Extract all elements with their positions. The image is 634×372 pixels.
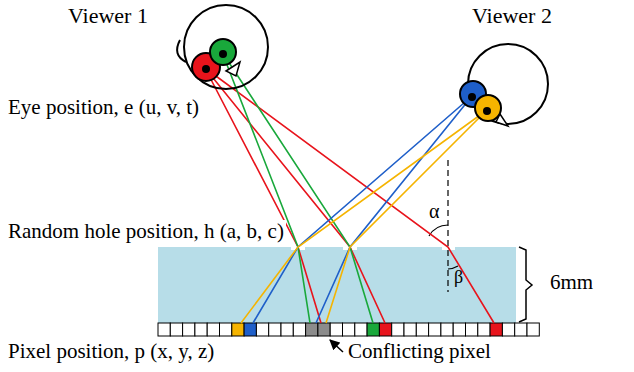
pixel-cell [281, 323, 293, 336]
pixel-cell [367, 323, 379, 336]
pixel-cell [343, 323, 355, 336]
hole-position-label: Random hole position, h (a, b, c) [6, 220, 286, 243]
dimension-label: 6mm [548, 271, 595, 294]
pixel-row [158, 323, 539, 336]
pixel-cell [392, 323, 404, 336]
pixel-cell [183, 323, 195, 336]
normal-line [447, 250, 448, 292]
pixel-cell [207, 323, 219, 336]
thickness-bracket [519, 247, 532, 322]
pixel-cell [220, 323, 232, 336]
pixel-cell [318, 323, 330, 336]
pixel-cell [195, 323, 207, 336]
pixel-cell [490, 323, 502, 336]
pixel-cell [355, 323, 367, 336]
pixel-cell [404, 323, 416, 336]
pixel-cell [453, 323, 465, 336]
callout-label: Conflicting pixel [346, 340, 493, 363]
pixel-cell [466, 323, 478, 336]
pixel-cell [379, 323, 391, 336]
holes [291, 246, 455, 250]
pixel-cell [293, 323, 305, 336]
pixel-cell [306, 323, 318, 336]
pixel-cell [441, 323, 453, 336]
pixel-cell [232, 323, 244, 336]
pixel-cell [478, 323, 490, 336]
light-rays [205, 52, 494, 323]
normal-line [447, 160, 448, 247]
angle-symbol: α [427, 200, 441, 222]
angle-symbol: β [452, 268, 465, 288]
pixel-cell [429, 323, 441, 336]
pixel-cell [256, 323, 268, 336]
pointer-arrow [330, 340, 343, 352]
pixel-cell [269, 323, 281, 336]
viewer-name: Viewer 1 [66, 4, 150, 28]
pixel-position-label: Pixel position, p (x, y, z) [6, 340, 216, 363]
pixel-cell [244, 323, 256, 336]
pixel-cell [527, 323, 539, 336]
viewer-head [177, 5, 268, 89]
viewer-head [460, 44, 548, 126]
pixel-cell [330, 323, 342, 336]
pixel-cell [502, 323, 514, 336]
pixel-cell [515, 323, 527, 336]
pixel-cell [158, 323, 170, 336]
pixel-cell [416, 323, 428, 336]
hole-layer [158, 247, 516, 323]
viewer-name: Viewer 2 [470, 4, 554, 28]
eye-position-label: Eye position, e (u, v, t) [6, 96, 201, 119]
pixel-cell [170, 323, 182, 336]
